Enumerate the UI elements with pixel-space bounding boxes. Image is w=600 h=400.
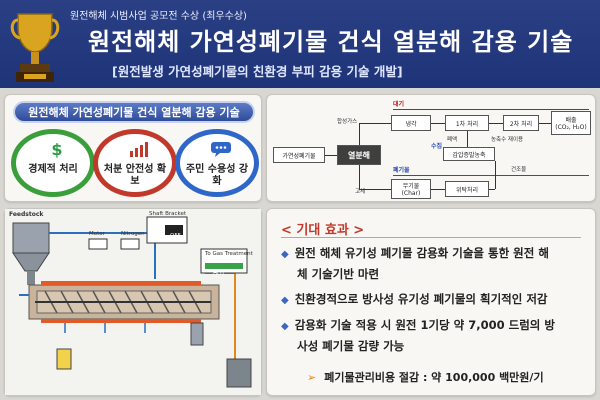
flow-box-gas-treat: 감압증발농축 [443,147,495,161]
diamond-icon: ◆ [281,321,289,332]
arrow-icon: ➢ [307,371,317,384]
benefit-label: 주민 수용성 강화 [185,164,249,187]
chat-icon [210,140,232,158]
header-banner: 원전해체 시범사업 공모전 수상 (최우수상) 원전해체 가연성폐기물 건식 열… [0,0,600,88]
diagram-label: Nitrogen [121,231,145,237]
diamond-icon: ◆ [281,295,289,306]
dollar-icon: $ [51,139,63,159]
benefit-label: 처분 안전성 확보 [103,164,167,187]
flow-exhaust-label: 배출 [565,117,577,124]
effect-text: 감용화 기술 적용 시 원전 1기당 약 7,000 드럼의 방 [294,318,555,332]
effect-text: 원전 해체 유기성 폐기물 감용화 기술을 통한 원전 해 [294,246,549,260]
diagram-label: OFF [170,233,181,239]
flow-label-solid: 폐기물 [393,167,410,174]
flow-box-second: 2차 처리 [503,115,539,131]
flow-label-air: 대기 [393,101,405,108]
award-caption: 원전해체 시범사업 공모전 수상 (최우수상) [70,11,247,22]
diagram-label: HOT [213,271,225,277]
flow-exhaust-sub: (CO₂, H₂O) [555,124,587,131]
effect-text: 체 기술기반 마련 [297,267,380,281]
diamond-icon: ◆ [281,249,289,260]
flow-box-char: 무기물 (Char) [391,179,431,199]
diagram-label: Motor [89,231,105,237]
flow-box-first: 1차 처리 [445,115,489,131]
effect-text: 친환경적으로 방사성 유기성 폐기물의 획기적인 저감 [294,292,548,306]
benefit-safety: 처분 안전성 확보 [93,129,177,197]
equipment-diagram [5,209,261,395]
page-subtitle: [원전발생 가연성폐기물의 친환경 부피 감용 기술 개발] [112,64,403,79]
benefit-economic: $ 경제적 처리 [11,129,95,197]
page-title: 원전해체 가연성폐기물 건식 열분해 감용 기술 [88,28,574,56]
effect-item: ◆ 감용화 기술 적용 시 원전 1기당 약 7,000 드럼의 방 [281,315,555,337]
process-flow-panel: 대기 합성가스 냉각 1차 처리 2차 처리 배출 (CO₂, H₂O) 가연성… [266,94,596,202]
flow-box-pyrolysis: 열분해 [337,145,381,165]
effect-item: ◆ 친환경적으로 방사성 유기성 폐기물의 획기적인 저감 [281,289,547,311]
diagram-label: To Gas Treatment [205,251,253,257]
flow-box-cool: 냉각 [391,115,431,131]
benefit-acceptance: 주민 수용성 강화 [175,129,259,197]
effect-sub-text: 폐기물관리비용 절감 : 약 100,000 백만원/기 [324,371,544,384]
diagram-feedstock: Feedstock [9,211,44,218]
benefit-label: 경제적 처리 [28,164,78,175]
effect-item-cont: 체 기술기반 마련 [297,264,379,285]
effect-subitem: ➢ 폐기물관리비용 절감 : 약 100,000 백만원/기 [307,369,544,385]
flow-box-dispose: 위탁처리 [445,181,489,197]
benefits-panel: 원전해체 가연성폐기물 건식 열분해 감용 기술 $ 경제적 처리 처분 안전성… [4,94,262,202]
flow-box-waste: 가연성폐기물 [273,147,325,163]
flow-box-exhaust: 배출 (CO₂, H₂O) [551,111,591,135]
bar-chart-icon [128,140,150,158]
flow-char-sub: (Char) [401,190,421,197]
flow-label-liquid: 수집 [431,143,443,150]
expected-title: < 기대 효과 > [281,223,365,238]
diagram-label: Shaft Bracket [149,211,187,217]
flow-label-liquid2: 폐액 [447,137,458,143]
divider [281,237,581,238]
expected-effects-panel: < 기대 효과 > ◆ 원전 해체 유기성 폐기물 감용화 기술을 통한 원전 해… [266,208,596,396]
effect-text: 사성 폐기물 감량 가능 [297,339,405,353]
flow-char-label: 무기물 [402,183,420,190]
benefits-pill: 원전해체 가연성폐기물 건식 열분해 감용 기술 [13,101,255,123]
equipment-diagram-panel: Feedstock Motor Nitrogen Shaft Bracket O… [4,208,262,396]
effect-item-cont: 사성 폐기물 감량 가능 [297,336,404,357]
flow-label-dry: 건조물 [511,167,527,173]
effect-item: ◆ 원전 해체 유기성 폐기물 감용화 기술을 통한 원전 해 [281,243,549,265]
flow-label-solid2: 고체 [355,189,366,195]
trophy-icon [10,13,60,82]
flow-label-gas: 합성가스 [337,119,358,125]
flow-label-sludge: 농축수 재이용 [491,137,524,143]
